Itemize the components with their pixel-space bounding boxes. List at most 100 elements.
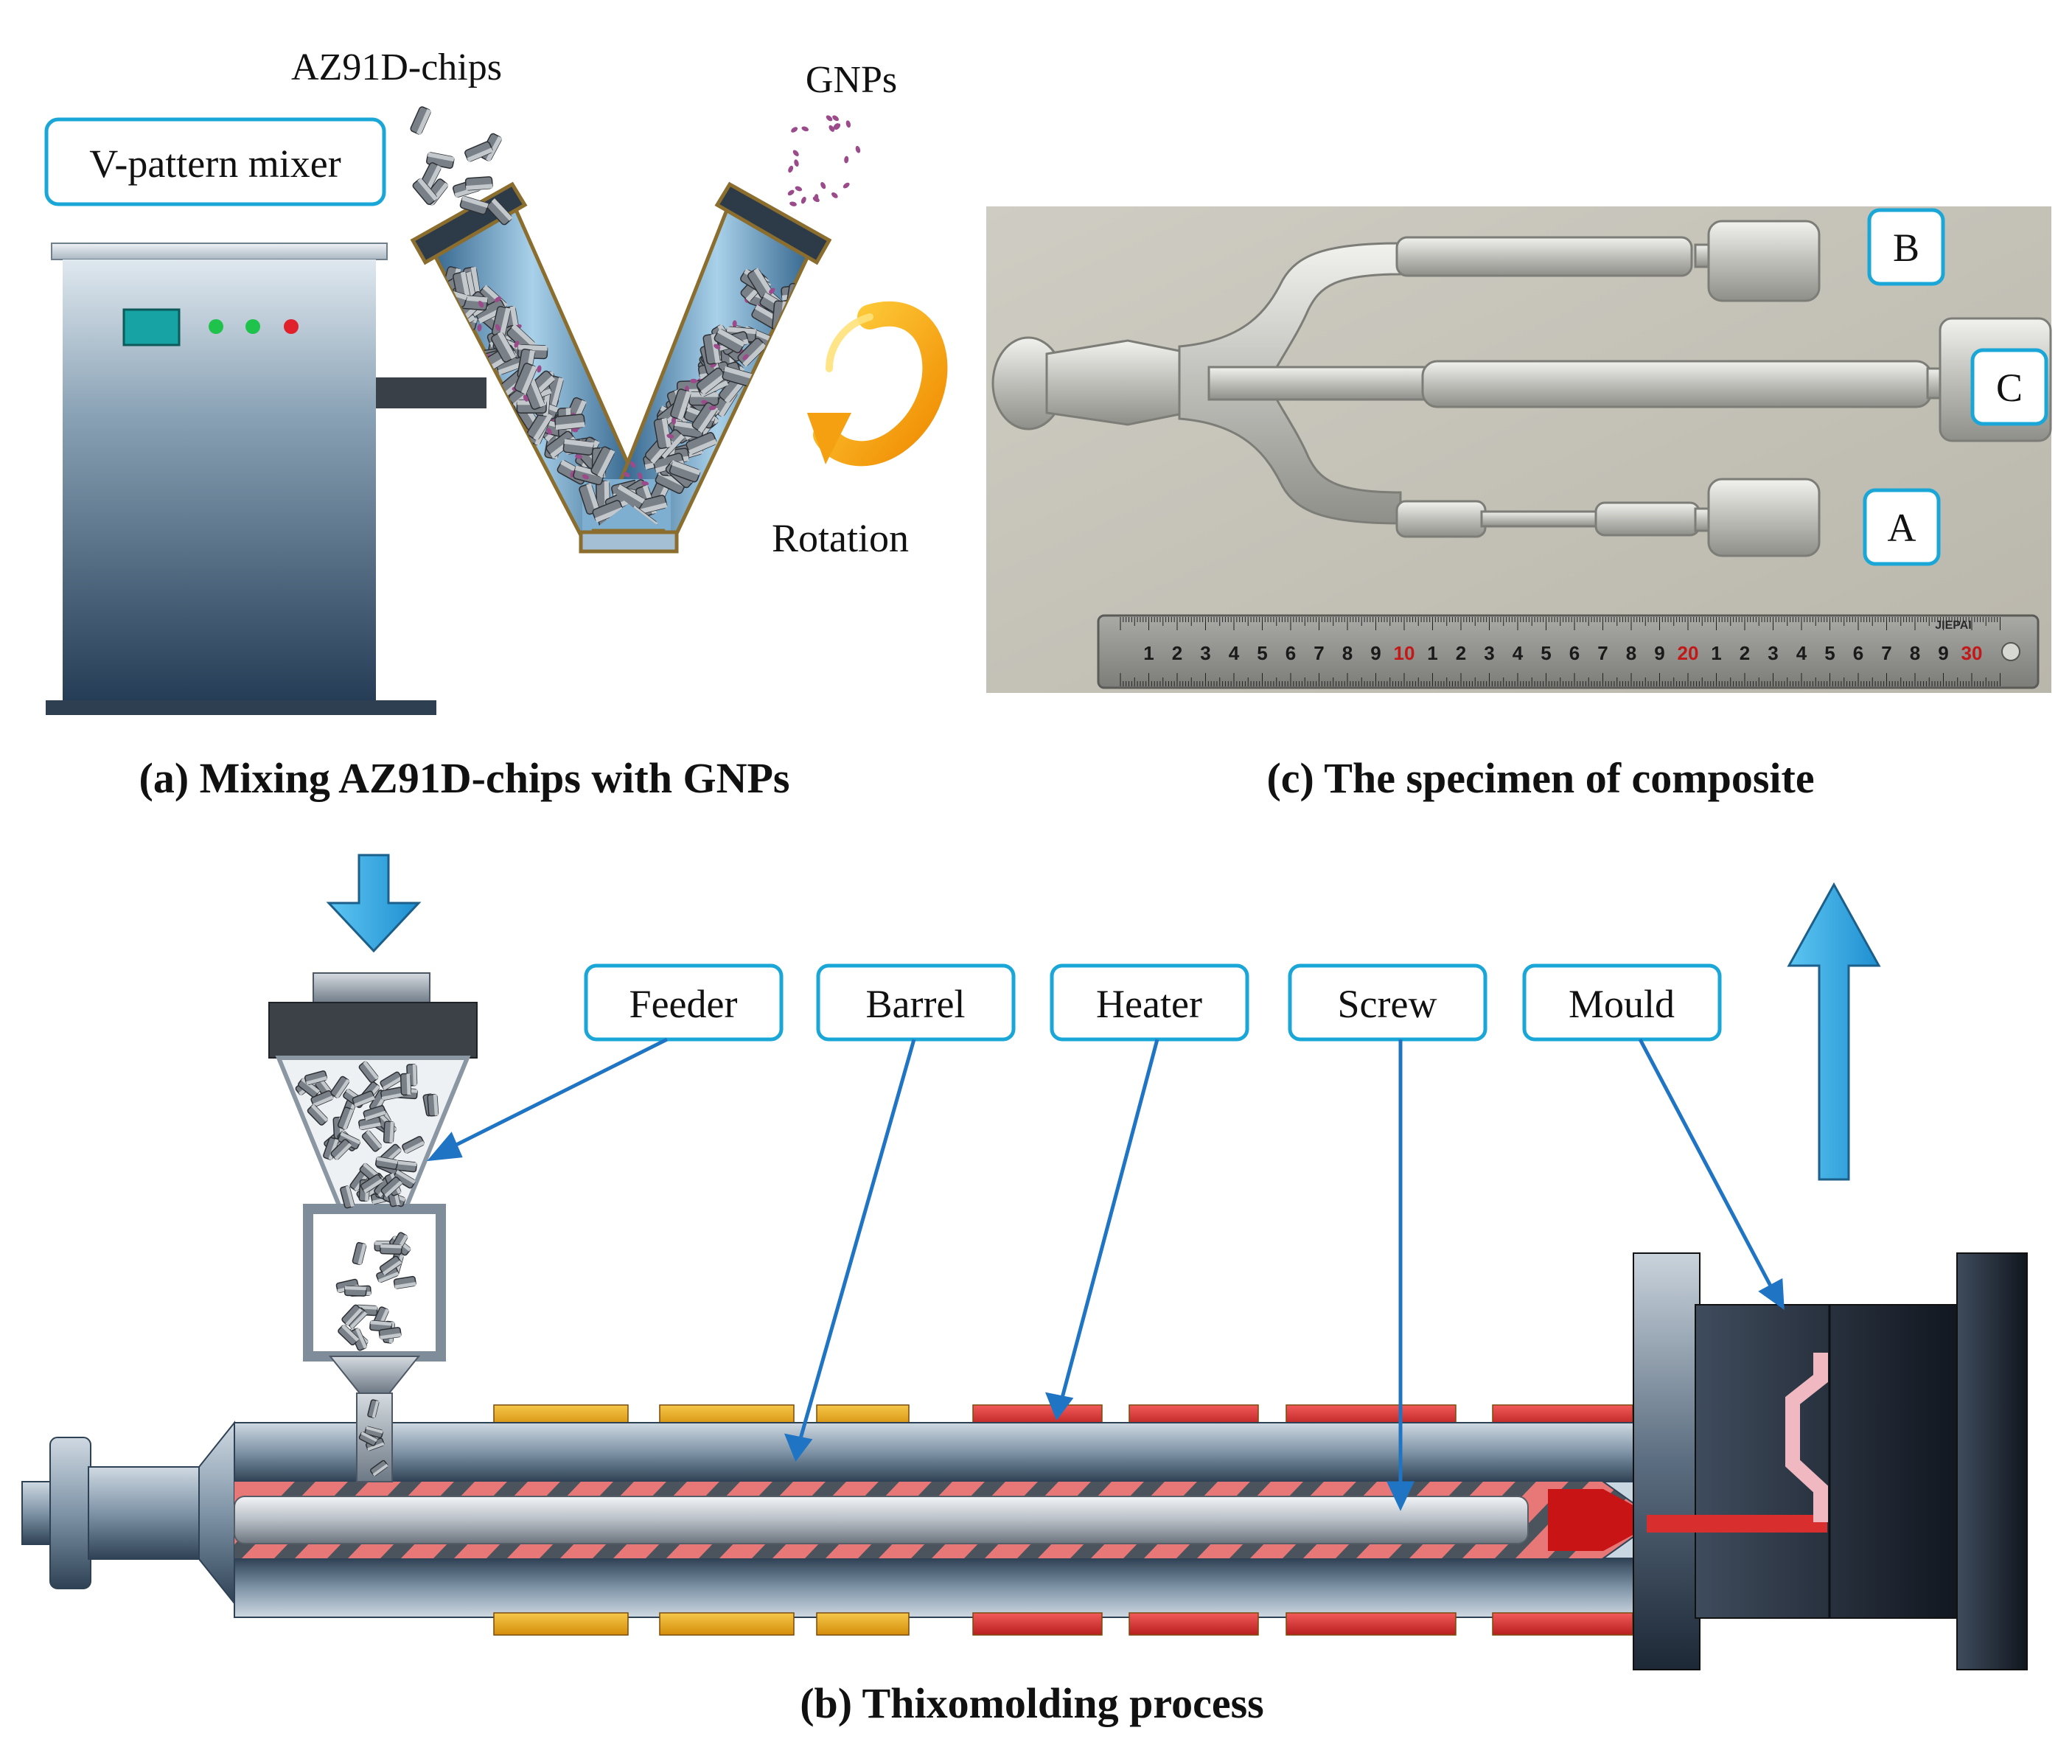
ruler-number: 5 [1257,642,1267,664]
chip [412,178,439,206]
gnp-flake [855,145,861,153]
heater-bands [493,1612,1633,1636]
gnp-flake [791,127,798,133]
chip [370,1460,388,1477]
mould-moving-plate [1956,1252,2028,1670]
ruler-number: 2 [1172,642,1182,664]
chip [427,1093,439,1117]
ruler-number: 9 [1654,642,1664,664]
chip [400,1073,411,1096]
chip [340,1185,355,1209]
ruler-number: 8 [1342,642,1353,664]
gnp-flake [789,201,797,206]
mixer-base [46,700,436,715]
mixer-top-lid [51,243,388,260]
gnp-flake [795,186,803,192]
ruler-number: 1 [1427,642,1437,664]
chip [686,432,718,456]
gnp-flake [690,378,698,383]
mould-cavity [1785,1353,1828,1522]
mixer-cabinet [63,259,376,702]
chip [653,417,672,450]
heater-band [1286,1612,1457,1636]
heater-label: Heater [1096,982,1202,1026]
barrel-label: Barrel [866,982,966,1026]
gnp-flake [787,189,795,196]
panel-b-machine: Feeder Barrel Heater Screw Mould [21,963,2028,1727]
rotation-label: Rotation [772,516,909,560]
heater-band [1129,1612,1259,1636]
gnp-flake [826,115,833,122]
chip [696,367,727,395]
ruler-hole [2001,642,2020,661]
gnp-flake [831,192,838,198]
heater-band [816,1612,910,1636]
green-light-icon [245,319,260,334]
gnp-flake [708,405,716,411]
feeder-label: Feeder [629,982,738,1026]
callout-mould: Mould [1522,963,1722,1042]
gnp-flake [829,125,835,132]
label-c: C [1996,366,2023,410]
ruler-number: 7 [1881,642,1891,664]
nozzle-melt [1548,1489,1647,1551]
panel-a-mixer: V-pattern mixer AZ91D-chips GNPs Rotatio… [44,46,948,802]
ruler-number: 8 [1626,642,1636,664]
red-light-icon [284,319,299,334]
label-b-box [1867,208,1945,286]
chip [714,328,745,354]
chip [360,1174,383,1193]
heater-band [972,1612,1103,1636]
ruler-number: 9 [1938,642,1948,664]
gnp-flake [478,301,484,308]
gnp-flake [641,481,649,486]
gnp-flake [732,320,737,328]
chip [380,1176,403,1198]
chips-label: AZ91D-chips [291,46,502,88]
ruler-number: 1 [1143,642,1154,664]
ruler-number: 10 [1394,642,1415,664]
pointer-lines [427,1037,1785,1511]
gnp-flake [832,115,840,122]
chip [358,1431,378,1446]
ruler-number: 5 [1541,642,1551,664]
chip [352,1241,367,1266]
ruler-number: 6 [1853,642,1863,664]
gnp-flake [812,196,820,203]
gnp-flake [714,344,721,349]
chip [352,1090,375,1108]
callout-screw: Screw [1288,963,1487,1042]
runner-melt [1647,1515,1827,1533]
chip [393,1275,416,1289]
chip [338,1324,360,1346]
gnp-flake [801,126,809,132]
ruler-number: 8 [1910,642,1920,664]
ruler-number: 2 [1740,642,1750,664]
gnp-flake [523,394,529,402]
mould-label: Mould [1569,982,1675,1026]
chip [514,363,537,394]
chip [410,106,432,136]
gnp-flake [537,365,542,373]
ruler-number: 4 [1513,642,1524,664]
chip [304,1070,328,1086]
chip [590,446,615,478]
chip [486,198,513,226]
barrel-rear-taper [198,1420,235,1606]
gnp-flake [638,472,643,480]
feed-chamber [303,1204,446,1362]
gnp-flake [582,474,590,480]
gnp-flake [623,472,630,478]
callout-feeder: Feeder [584,963,784,1042]
photo-background [986,206,2051,693]
barrel-top-wall [234,1422,1647,1482]
chip [562,439,594,456]
hopper-lid [313,972,430,1005]
screw-label: Screw [1338,982,1437,1026]
ruler-number: 1 [1711,642,1721,664]
motor-flange [49,1437,91,1589]
chip [491,331,516,363]
panel-c-caption: (c) The specimen of composite [1266,754,1814,802]
mixer-display [122,308,181,346]
